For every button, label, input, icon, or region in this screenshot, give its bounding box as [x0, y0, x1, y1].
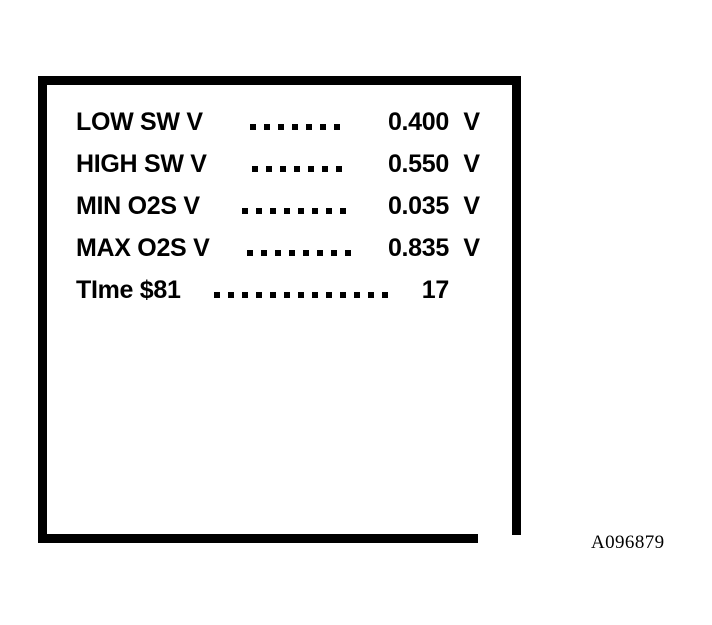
leader-dot [302, 250, 309, 256]
leader-dot [316, 250, 323, 256]
leader-dot [242, 292, 249, 298]
display-border-top [38, 76, 521, 85]
leader-dot [354, 292, 361, 298]
leader-dot [255, 208, 262, 214]
leader-dot [228, 292, 235, 298]
readout-row-unit: V [463, 108, 480, 136]
readout-row-unit: V [463, 234, 480, 262]
readout-row-value: 0.550 [387, 150, 449, 178]
leader-dot [284, 292, 291, 298]
readout-row-unit: V [463, 192, 480, 220]
readout-row-value: 0.835 [387, 234, 449, 262]
leader-dot [326, 292, 333, 298]
leader-dot [269, 208, 276, 214]
readout-row: MAX O2S V 0.835 V [76, 234, 480, 276]
dot-leader [209, 241, 387, 266]
leader-dot [294, 166, 301, 172]
leader-dot [292, 124, 299, 130]
leader-dot [368, 292, 375, 298]
leader-dot [322, 166, 329, 172]
leader-dot [270, 292, 277, 298]
leader-dot [241, 208, 248, 214]
leader-dot [283, 208, 290, 214]
leader-dot [320, 124, 327, 130]
leader-dot [382, 292, 389, 298]
readout-row-label: MIN O2S V [76, 192, 200, 220]
display-border-left [38, 76, 47, 543]
readout-row-value: 0.400 [387, 108, 449, 136]
leader-dot [340, 292, 347, 298]
dot-leader [207, 157, 388, 182]
readout-row: HIGH SW V 0.550 V [76, 150, 480, 192]
leader-dot [256, 292, 263, 298]
readout-row: TIme $81 17 [76, 276, 480, 318]
readout-row: MIN O2S V 0.035 V [76, 192, 480, 234]
readout-row: LOW SW V 0.400 V [76, 108, 480, 150]
readout-row-value: 0.035 [387, 192, 449, 220]
readout-row-label: LOW SW V [76, 108, 203, 136]
leader-dot [312, 292, 319, 298]
readout-row-label: HIGH SW V [76, 150, 207, 178]
leader-dot [264, 124, 271, 130]
leader-dot [266, 166, 273, 172]
leader-dot [306, 124, 313, 130]
dot-leader [203, 115, 388, 140]
leader-dot [246, 250, 253, 256]
readout-row-unit: V [463, 150, 480, 178]
readout-row-label: MAX O2S V [76, 234, 210, 262]
leader-dot [274, 250, 281, 256]
leader-dot [214, 292, 221, 298]
leader-dot [288, 250, 295, 256]
leader-dot [308, 166, 315, 172]
leader-dot [336, 166, 343, 172]
leader-dot [334, 124, 341, 130]
dot-leader [200, 199, 388, 224]
leader-dot [278, 124, 285, 130]
leader-dot [252, 166, 259, 172]
leader-dot [260, 250, 267, 256]
readout-row-value: 17 [421, 276, 450, 304]
display-border-right [512, 76, 521, 535]
leader-dot [297, 208, 304, 214]
leader-dot [311, 208, 318, 214]
display-border-bottom [38, 534, 478, 543]
leader-dot [339, 208, 346, 214]
dot-leader [181, 283, 422, 308]
leader-dot [250, 124, 257, 130]
leader-dot [330, 250, 337, 256]
figure-id-label: A096879 [591, 532, 665, 553]
leader-dot [280, 166, 287, 172]
leader-dot [325, 208, 332, 214]
leader-dot [344, 250, 351, 256]
leader-dot [298, 292, 305, 298]
readout-row-label: TIme $81 [76, 276, 181, 304]
